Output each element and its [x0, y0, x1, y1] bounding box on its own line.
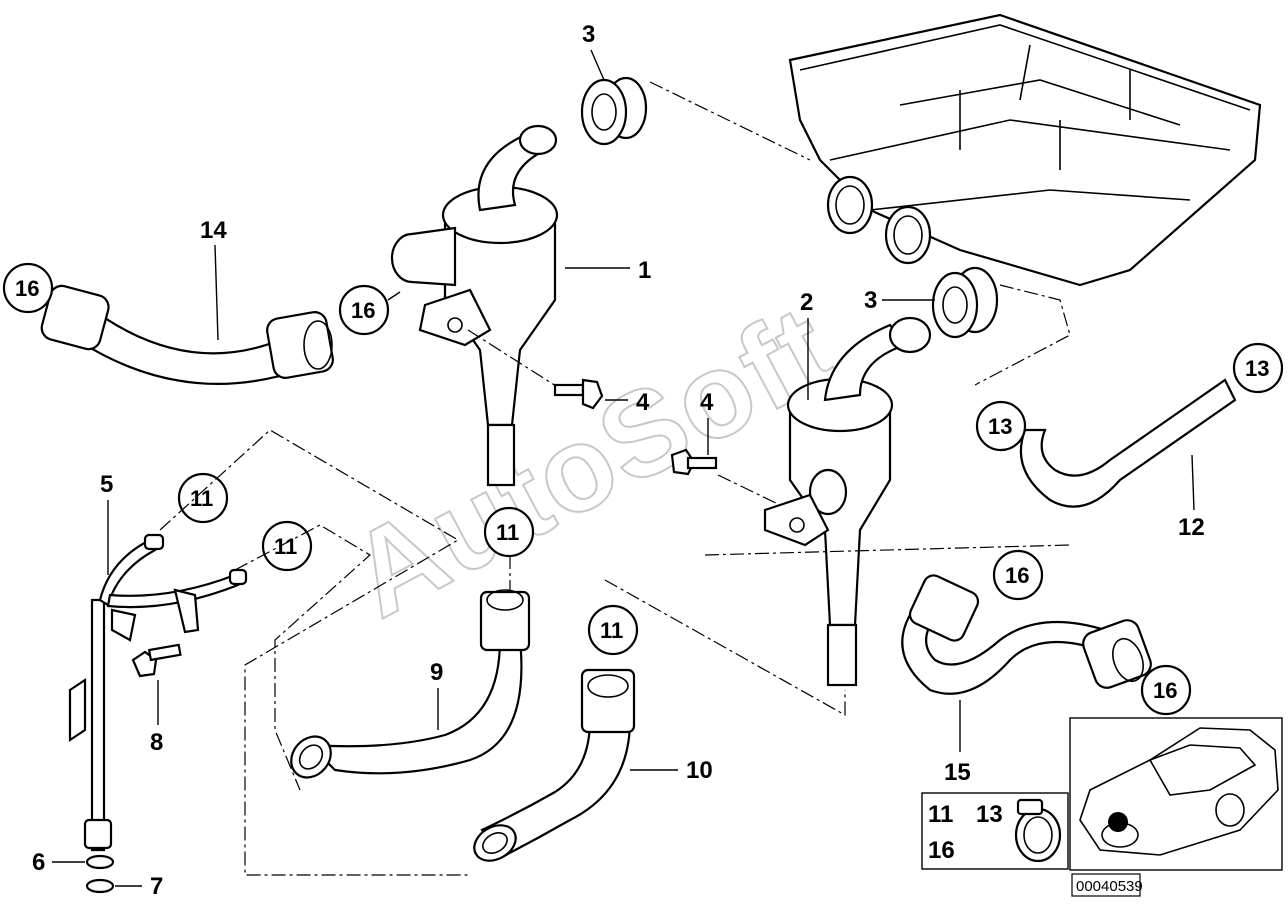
callout-13-right: 13 [1245, 356, 1269, 381]
callout-circle-11 [483, 506, 535, 558]
hose-clamp-icon [1014, 798, 1062, 863]
callout-2: 2 [800, 289, 813, 316]
hose-clamp-legend: 11 13 16 [921, 792, 1069, 870]
callout-3-right: 3 [864, 287, 877, 314]
callout-9: 9 [430, 659, 443, 686]
callout-14: 14 [200, 217, 227, 244]
grommet-upper [580, 76, 648, 146]
legend-item-13: 13 [976, 801, 1003, 828]
connector-line [649, 81, 811, 161]
legend-item-16: 16 [928, 837, 955, 864]
callout-13-left: 13 [988, 414, 1012, 439]
hose-10 [473, 668, 636, 862]
callout-circle-16 [992, 549, 1044, 601]
callout-6: 6 [32, 849, 45, 876]
bolt-right [670, 448, 718, 476]
oil-separator-right [763, 316, 932, 687]
callout-4-right: 4 [700, 389, 714, 416]
callout-16-lower-right: 16 [1153, 678, 1177, 703]
callout-circle-11 [587, 604, 639, 656]
callout-11-d: 11 [600, 618, 623, 643]
bolt-upper [553, 378, 604, 410]
callout-16-upper-right: 16 [1005, 563, 1029, 588]
location-marker [1108, 812, 1128, 832]
callout-7: 7 [150, 873, 163, 900]
hose-15 [901, 574, 1152, 695]
callout-15: 15 [944, 759, 971, 786]
watermark: AutoSoft [329, 279, 853, 643]
bolt-8 [131, 643, 182, 678]
washer-7 [85, 878, 115, 894]
intake-manifold [788, 13, 1262, 287]
callout-5: 5 [100, 471, 113, 498]
callout-circle-11 [261, 520, 313, 572]
car-silhouette-icon [1079, 727, 1279, 856]
callout-10: 10 [686, 757, 713, 784]
callout-circle-16 [2, 262, 54, 314]
callout-11-c: 11 [496, 520, 519, 545]
callout-11-a: 11 [190, 486, 213, 511]
callout-circle-16 [1140, 664, 1192, 716]
callout-8: 8 [150, 729, 163, 756]
legend-item-11: 11 [928, 801, 953, 828]
callout-12: 12 [1178, 514, 1205, 541]
hose-12 [1019, 378, 1237, 508]
callout-circle-13 [1232, 342, 1284, 394]
grommet-right [931, 266, 999, 339]
washer-6 [85, 854, 115, 870]
callout-16-far-left: 16 [15, 276, 39, 301]
callout-circle-11 [177, 472, 229, 524]
callout-3-upper: 3 [582, 21, 595, 48]
vehicle-locator-thumbnail [1069, 717, 1283, 871]
callout-11-b: 11 [274, 534, 297, 559]
callout-circle-16 [338, 284, 390, 336]
dipstick-tube [68, 533, 248, 852]
callout-16-mid-left: 16 [351, 298, 375, 323]
oil-separator-left [390, 124, 559, 487]
callout-circle-13 [975, 400, 1027, 452]
connector-line [159, 429, 468, 876]
reference-number: 00040539 [1076, 878, 1143, 895]
hose-9 [290, 589, 531, 779]
hose-14 [40, 284, 334, 385]
callout-1: 1 [638, 257, 651, 284]
callout-4-upper: 4 [636, 389, 650, 416]
